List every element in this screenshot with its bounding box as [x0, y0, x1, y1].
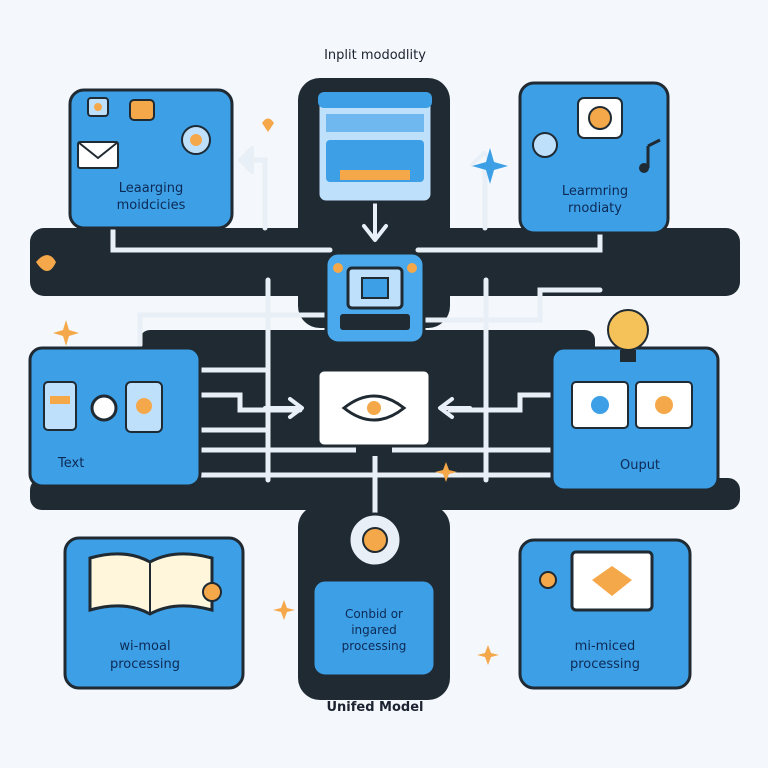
top-left-icons — [77, 97, 211, 169]
label-center-bottom: Conbid or ingared processing — [341, 607, 407, 653]
box-top-right — [518, 81, 670, 235]
bottom-right-icons — [539, 550, 654, 612]
browser-window-icon — [316, 90, 434, 204]
connector-pipes — [110, 157, 603, 518]
label-mid-left: Text — [58, 456, 85, 471]
label-mid-right: Ouput — [619, 458, 661, 473]
robot-computer-icon — [324, 251, 426, 345]
mid-right-icons — [571, 309, 693, 429]
label-top-left: Leaarging moidcicies — [116, 181, 186, 213]
sparkle-decorations — [36, 118, 508, 665]
bottom-left-icons — [88, 552, 222, 616]
box-top-left — [68, 88, 234, 230]
label-top-right: Learmring rnodiaty — [561, 184, 629, 216]
mid-left-icons — [43, 381, 163, 433]
title-bottom: Unifed Model — [326, 700, 424, 715]
box-center-bottom — [311, 578, 437, 678]
label-bottom-left: wi-moal processing — [109, 639, 181, 672]
title-top: Inplit mododlity — [324, 48, 426, 63]
gear-node-icon — [347, 512, 403, 568]
eye-monitor-icon — [316, 368, 432, 456]
label-bottom-right: mi-miced processing — [569, 639, 641, 672]
top-right-icons — [532, 97, 661, 173]
